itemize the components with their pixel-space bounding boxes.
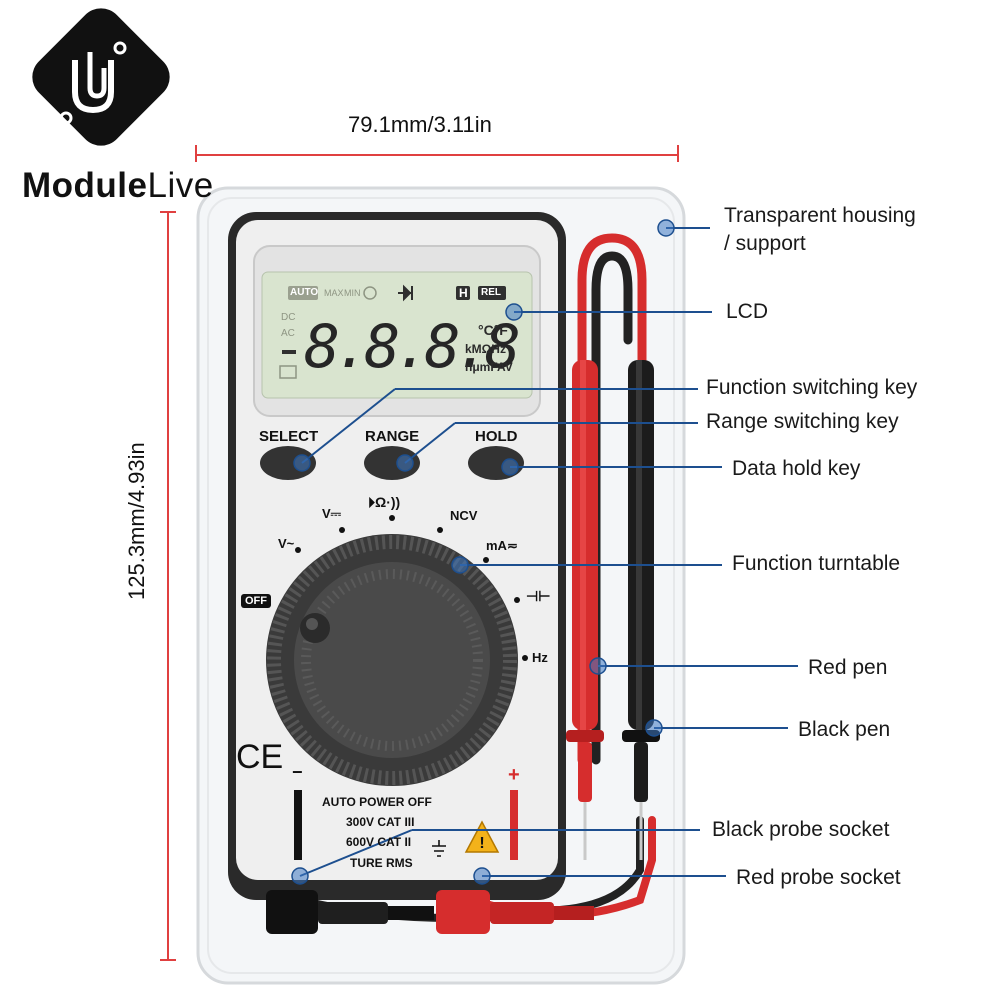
black-pen: [622, 360, 660, 860]
brand-name-light: Live: [147, 166, 214, 205]
cat3-rating-text: 300V CAT III: [346, 815, 415, 829]
lcd-hold-indicator: H: [459, 286, 468, 300]
brand-name-bold: Module: [22, 166, 148, 205]
height-dimension-label: 125.3mm/4.93in: [124, 442, 149, 600]
callout-lcd: LCD: [726, 300, 769, 323]
brand-logo: [32, 8, 170, 146]
ce-mark: CE: [236, 738, 284, 776]
lcd-screen: [261, 271, 533, 399]
range-key-label: RANGE: [365, 428, 420, 445]
dial-off-label: OFF: [241, 594, 271, 608]
callout-red-socket: Red probe socket: [736, 866, 901, 889]
lcd-ac-mark: AC: [281, 328, 295, 339]
callout-housing-line2: / support: [724, 232, 806, 255]
red-plug: [436, 890, 594, 934]
true-rms-text: TURE RMS: [350, 856, 413, 870]
callout-housing-line1: Transparent housing: [724, 204, 916, 227]
black-probe-mark: [294, 790, 302, 860]
cat2-rating-text: 600V CAT II: [346, 835, 412, 849]
red-probe-mark: [510, 790, 518, 860]
dial-vdc-label: V⎓: [322, 506, 342, 521]
select-key-label: SELECT: [259, 428, 319, 445]
red-pen: [566, 360, 604, 860]
brand-wordmark: ModuleLive: [22, 166, 214, 206]
dial-position-dots: [295, 515, 528, 661]
hold-key-label: HOLD: [475, 428, 518, 445]
callout-turntable: Function turntable: [732, 552, 901, 575]
height-dimension-line: [160, 211, 176, 961]
dial-capacitance-label: ⊣⊢: [526, 588, 551, 604]
dial-ma-label: mA≂: [486, 538, 518, 553]
black-plug: [266, 890, 434, 934]
plus-sign: +: [508, 764, 520, 786]
lcd-resistance-units: kMΩHz: [465, 342, 506, 356]
lcd-auto-indicator: AUTO: [290, 287, 319, 298]
lcd-current-units: nμmFAV: [465, 360, 513, 374]
auto-power-off-text: AUTO POWER OFF: [322, 795, 432, 809]
callout-dots: [291, 219, 675, 885]
lcd-max-indicator: MAX: [324, 288, 344, 298]
lcd-rel-indicator: REL: [481, 287, 501, 298]
lcd-min-indicator: MIN: [344, 288, 361, 298]
callout-range-key: Range switching key: [706, 410, 899, 433]
minus-sign: −: [292, 762, 303, 782]
callout-function-key: Function switching key: [706, 376, 918, 399]
dial-ncv-label: NCV: [450, 508, 478, 523]
lcd-temp-units: °C°F: [478, 322, 508, 338]
callout-red-pen: Red pen: [808, 656, 888, 679]
width-dimension-line: [195, 145, 679, 162]
lcd-dc-mark: DC: [281, 312, 296, 323]
callout-lines: [299, 227, 798, 877]
callout-hold-key: Data hold key: [732, 457, 861, 480]
svg-text:!: !: [479, 835, 484, 852]
lcd-digits: 8.8.8.8: [304, 312, 521, 382]
dial-diode-ohm-label: ⏵Ω·)): [368, 494, 401, 510]
dial-hz-label: Hz: [532, 650, 548, 665]
callout-black-socket: Black probe socket: [712, 818, 890, 841]
width-dimension-label: 79.1mm/3.11in: [348, 112, 492, 137]
dial-vac-label: V~: [278, 536, 295, 551]
function-turntable[interactable]: [266, 534, 518, 786]
callout-black-pen: Black pen: [798, 718, 891, 741]
